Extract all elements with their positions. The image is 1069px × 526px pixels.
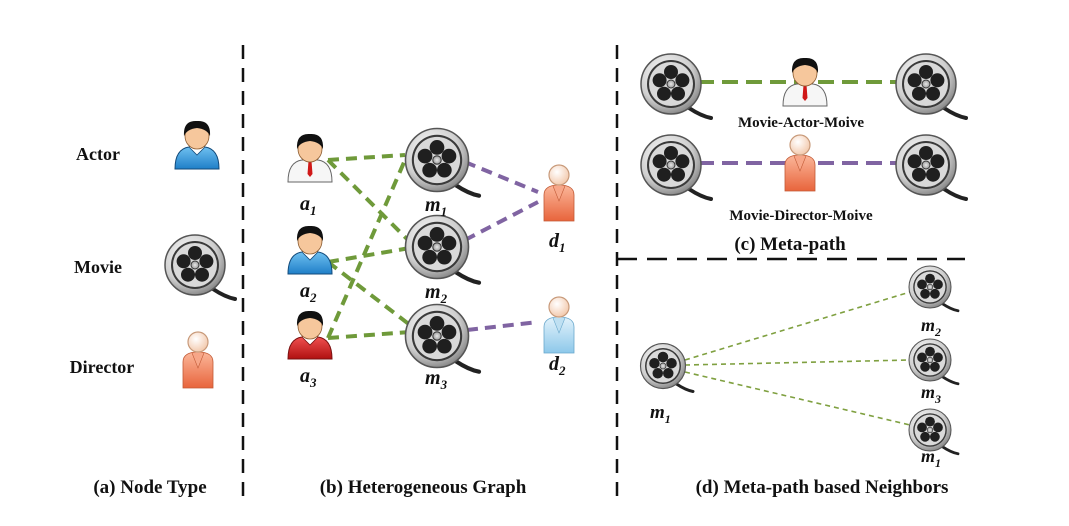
movie-m1-label: m1: [425, 194, 447, 219]
director-d1-icon: [543, 164, 575, 222]
director-d2-icon: [543, 296, 575, 354]
node-type-director-label: Director: [70, 357, 135, 377]
meta-path-mdm-label: Movie-Director-Moive: [729, 208, 873, 224]
panel-meta-path-neighbors: m1 m2 m3 m1: [639, 264, 960, 470]
meta-path-mam-movie-left-icon: [639, 52, 713, 120]
panel-node-type: Actor Movie Director: [70, 120, 237, 389]
actor-a3-label: a3: [300, 365, 317, 390]
neighbor-m3-icon: [907, 337, 960, 386]
node-type-movie-label: Movie: [74, 257, 122, 277]
neighbor-center-label: m1: [650, 402, 671, 426]
movie-director-edges: [464, 160, 539, 332]
node-type-actor-label: Actor: [76, 144, 120, 164]
caption-b: (b) Heterogeneous Graph: [320, 477, 527, 498]
director-d1-label: d1: [549, 230, 566, 255]
caption-c: (c) Meta-path: [734, 234, 846, 255]
actor-movie-edges: [326, 153, 412, 340]
meta-path-mam-movie-right-icon: [894, 52, 968, 120]
caption-a: (a) Node Type: [93, 477, 206, 498]
neighbor-m2-label: m2: [921, 315, 941, 339]
movie-m2-label: m2: [425, 281, 448, 306]
neighbor-center-movie-icon: [639, 342, 695, 393]
actor-icon: [174, 120, 220, 170]
movie-m2-icon: [406, 216, 480, 283]
neighbor-edges: [684, 291, 911, 426]
meta-path-mdm-director-icon: [784, 134, 816, 192]
actor-a2-icon: [287, 225, 333, 275]
actor-a2-label: a2: [300, 280, 317, 305]
movie-m3-label: m3: [425, 367, 448, 392]
director-icon: [182, 331, 214, 389]
movie-m3-icon: [406, 305, 480, 372]
meta-path-mdm-movie-left-icon: [639, 133, 713, 201]
neighbor-m2-icon: [907, 264, 960, 313]
panel-heterogeneous-graph: a1 a2 a3 m1 m2 m3 d1 d2: [287, 129, 575, 392]
actor-a1-label: a1: [300, 193, 317, 218]
meta-path-mam-label: Movie-Actor-Moive: [738, 115, 864, 131]
actor-a1-icon: [287, 133, 333, 183]
director-d2-label: d2: [549, 353, 566, 378]
meta-path-mdm-movie-right-icon: [894, 133, 968, 201]
neighbor-m3-label: m3: [921, 382, 941, 406]
neighbor-m1-label: m1: [921, 446, 941, 470]
panel-meta-path: Movie-Actor-Moive Movie-Director-Moive (…: [639, 52, 968, 255]
caption-d: (d) Meta-path based Neighbors: [696, 477, 949, 498]
movie-m1-icon: [406, 129, 480, 196]
actor-a3-icon: [287, 310, 333, 360]
movie-reel-icon: [163, 233, 237, 301]
